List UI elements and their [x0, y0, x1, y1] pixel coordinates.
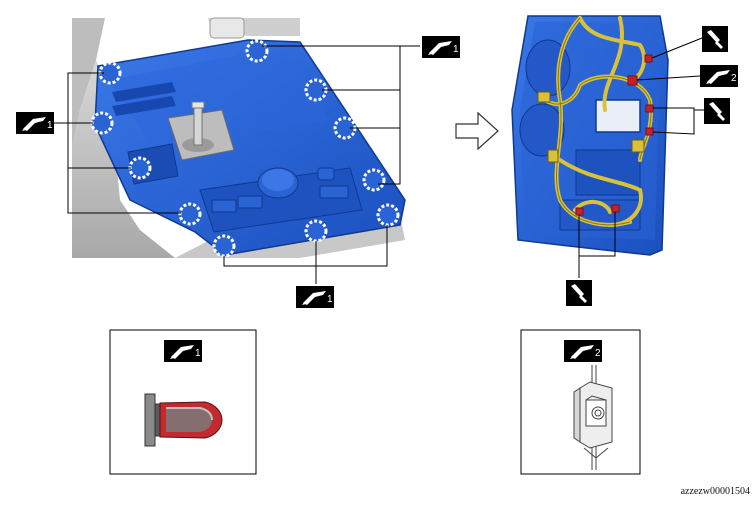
clip-marker: [212, 234, 236, 258]
screwdriver-icon: [704, 98, 730, 124]
leader-lines-right: [578, 37, 704, 278]
callout-number: 1: [47, 120, 53, 131]
clip-marker: [128, 156, 152, 180]
callout-number: 1: [195, 348, 201, 359]
panel-rear-illustration: [511, 15, 669, 256]
screwdriver-icon: [702, 26, 728, 52]
callout-clip-2-detail: 2: [564, 340, 602, 362]
callout-clip-1-bottom: 1: [296, 286, 334, 308]
callout-clip-1-detail: 1: [164, 340, 202, 362]
leader-lines-left: [54, 45, 420, 284]
callout-number: 2: [595, 348, 601, 359]
callout-number: 2: [731, 73, 737, 84]
console-panel-illustration: [72, 17, 406, 258]
callout-clip-2-right: 2: [700, 65, 738, 87]
callout-screwdriver-middle: [704, 98, 730, 124]
clip-marker: [362, 168, 386, 192]
clip-marker: [376, 203, 400, 227]
screwdriver-icon: [566, 280, 592, 306]
callout-clip-1-top-right: 1: [422, 36, 460, 58]
callout-number: 1: [327, 294, 333, 305]
clip-marker: [178, 202, 202, 226]
detail-box-clip-2: 2: [520, 329, 641, 475]
detail-box-clip-1: 1: [109, 329, 257, 475]
callout-screwdriver-bottom: [566, 280, 592, 306]
clip-marker: [90, 111, 114, 135]
clip-markers: [90, 39, 400, 258]
arrow-right-icon: [455, 111, 499, 151]
callout-screwdriver-top: [702, 26, 728, 52]
harness-clip-drawing: [573, 365, 613, 470]
callout-clip-1-left: 1: [16, 112, 54, 134]
trim-clip-drawing: [144, 393, 223, 447]
clip-marker: [245, 39, 269, 63]
callout-number: 1: [453, 44, 459, 55]
reference-code: azzezw00001504: [680, 486, 750, 497]
clip-marker: [304, 219, 328, 243]
